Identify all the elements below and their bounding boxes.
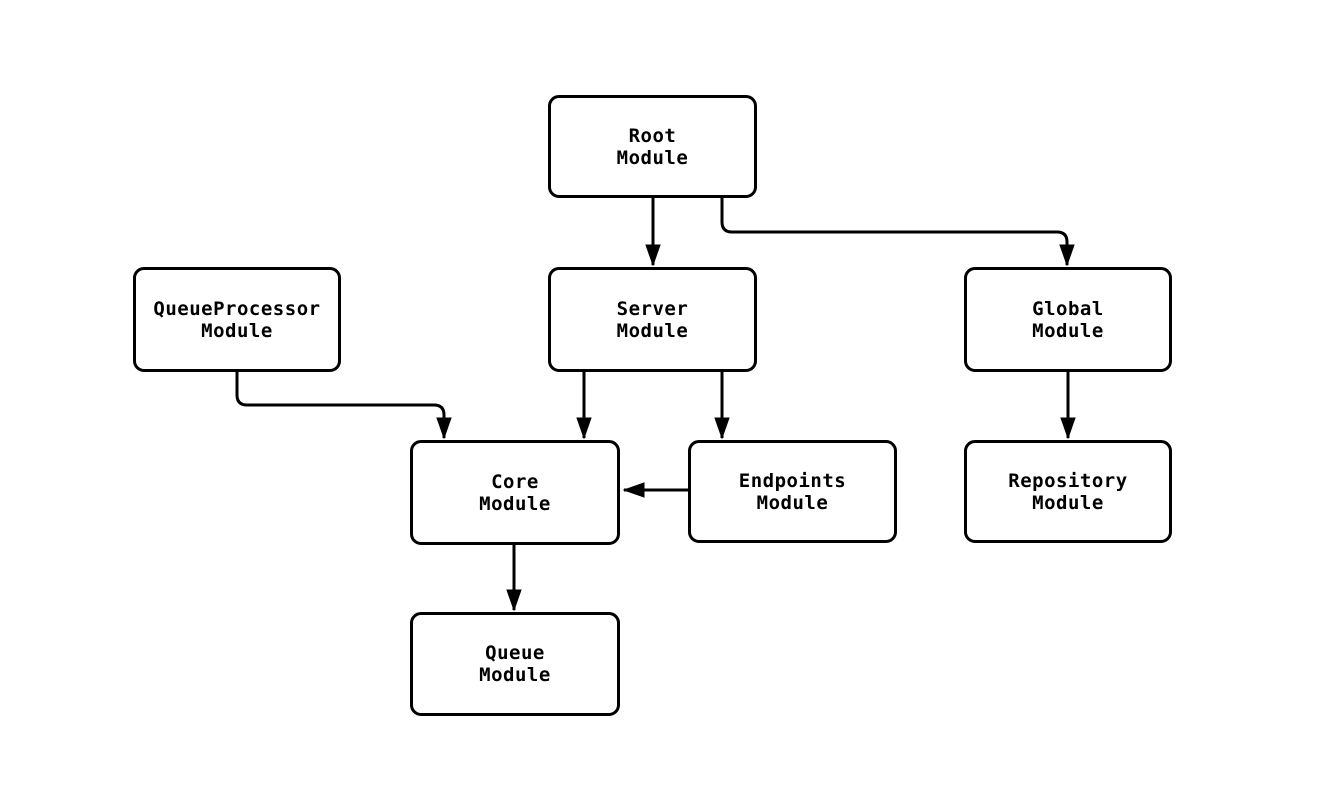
node-label: Core — [491, 470, 539, 493]
node-endpoints-module: Endpoints Module — [688, 440, 897, 543]
node-queue-module: Queue Module — [410, 612, 620, 716]
node-queueprocessor-module: QueueProcessor Module — [133, 267, 341, 372]
node-label: Module — [201, 319, 273, 342]
node-label: Module — [616, 319, 689, 342]
node-label: Repository — [1008, 469, 1128, 492]
node-label: Module — [756, 491, 829, 514]
edge-root-global — [720, 198, 1075, 267]
node-label: Root — [628, 124, 677, 147]
node-label: Module — [479, 664, 551, 686]
node-core-module: Core Module — [410, 440, 620, 545]
node-label: Server — [616, 297, 689, 320]
node-label: Module — [1032, 491, 1104, 514]
node-label: Endpoints — [738, 469, 847, 492]
node-label: Global — [1032, 297, 1104, 320]
node-label: Module — [616, 146, 689, 169]
node-label: Module — [479, 492, 551, 515]
node-repository-module: Repository Module — [964, 440, 1172, 543]
node-label: Queue — [485, 642, 545, 664]
edge-queueprocessor-core — [235, 372, 452, 440]
node-label: Module — [1032, 319, 1104, 342]
node-server-module: Server Module — [548, 267, 757, 372]
node-label: QueueProcessor — [153, 297, 321, 320]
node-global-module: Global Module — [964, 267, 1172, 372]
node-root-module: Root Module — [548, 95, 757, 198]
